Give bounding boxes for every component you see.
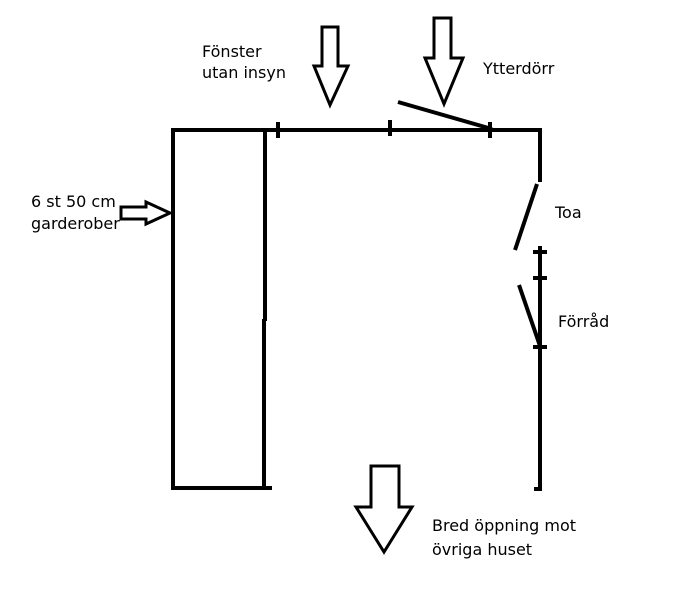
opening-arrow-icon bbox=[353, 464, 415, 555]
outer-door-label: Ytterdörr bbox=[483, 59, 555, 78]
toilet-door-leaf bbox=[513, 183, 539, 251]
window-label-line-1: Fönster bbox=[202, 42, 262, 61]
toilet-label: Toa bbox=[555, 203, 582, 222]
door-arrow-icon bbox=[422, 16, 466, 108]
opening-label-line-1: Bred öppning mot bbox=[432, 516, 577, 535]
storage-door-leaf bbox=[517, 284, 542, 347]
storage-label: Förråd bbox=[558, 312, 610, 331]
wardrobes-label-line-2: garderober bbox=[31, 214, 120, 233]
window-label-line-2: utan insyn bbox=[202, 63, 286, 82]
wardrobe-arrow-icon bbox=[119, 199, 174, 227]
outer-door-leaf bbox=[397, 100, 493, 131]
wardrobes-label-line-1: 6 st 50 cm bbox=[31, 192, 116, 211]
window-arrow-icon bbox=[311, 25, 351, 109]
opening-label-line-2: övriga huset bbox=[432, 540, 533, 559]
